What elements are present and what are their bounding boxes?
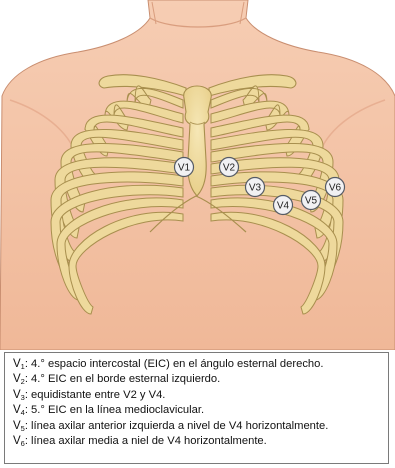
lead-letter: V [13,404,21,416]
lead-letter: V [13,435,21,447]
electrode-label: V1 [178,163,191,174]
legend-item: V4: 5.° EIC en la línea medioclavicular. [13,403,382,418]
electrode-placement-legend: V1: 4.° espacio intercostal (EIC) en el … [4,352,389,464]
electrode-v5: V5 [302,191,321,210]
electrode-v6: V6 [326,178,345,197]
legend-description: : 4.° espacio intercostal (EIC) en el án… [25,358,324,370]
lead-letter: V [13,373,21,385]
lead-number: 6 [21,439,25,448]
electrode-v2: V2 [220,158,239,177]
legend-description: : línea axilar anterior izquierda a nive… [25,420,328,432]
legend-item: V2: 4.° EIC en el borde esternal izquier… [13,372,382,387]
electrode-label: V4 [277,201,290,212]
lead-symbol: V1 [13,358,25,370]
legend-item: V3: equidistante entre V2 y V4. [13,388,382,403]
legend-description: : 5.° EIC en la línea medioclavicular. [25,404,204,416]
lead-symbol: V6 [13,435,25,447]
legend-item: V1: 4.° espacio intercostal (EIC) en el … [13,357,382,372]
lead-symbol: V2 [13,373,25,385]
electrode-v1: V1 [175,158,194,177]
lead-symbol: V3 [13,389,25,401]
electrode-v3: V3 [246,178,265,197]
lead-letter: V [13,389,21,401]
legend-item: V5: línea axilar anterior izquierda a ni… [13,419,382,434]
lead-number: 4 [21,408,25,417]
electrode-v4: V4 [274,196,293,215]
lead-number: 2 [21,377,25,386]
lead-number: 1 [21,362,25,371]
lead-letter: V [13,358,21,370]
electrode-label: V2 [223,163,236,174]
electrode-label: V5 [305,196,318,207]
legend-item: V6: línea axilar media a niel de V4 hori… [13,434,382,449]
lead-number: 5 [21,424,25,433]
electrode-label: V3 [249,183,262,194]
lead-letter: V [13,420,21,432]
legend-description: : línea axilar media a niel de V4 horizo… [25,435,267,447]
lead-symbol: V4 [13,404,25,416]
legend-description: : 4.° EIC en el borde esternal izquierdo… [25,373,220,385]
electrode-label: V6 [329,183,342,194]
lead-symbol: V5 [13,420,25,432]
lead-number: 3 [21,393,25,402]
legend-description: : equidistante entre V2 y V4. [25,389,166,401]
